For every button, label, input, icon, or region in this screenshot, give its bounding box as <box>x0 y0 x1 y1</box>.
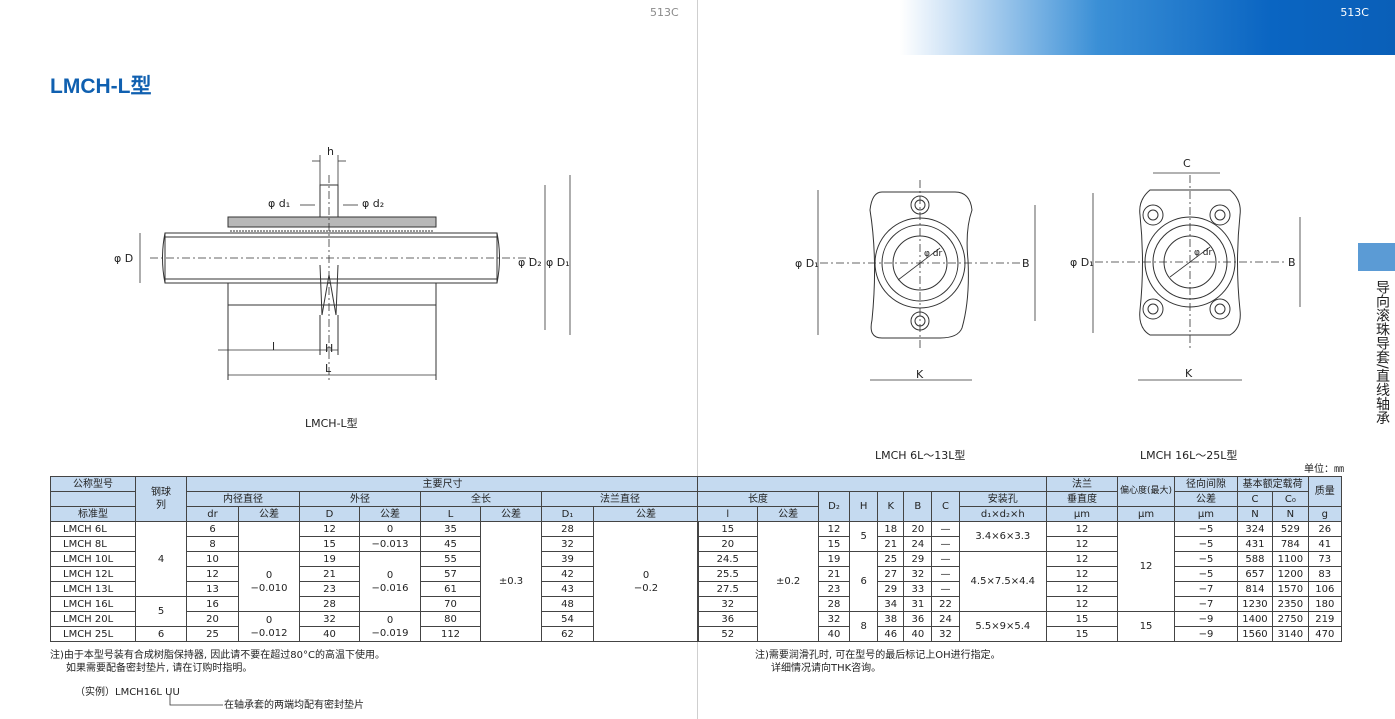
h-ltol: 公差 <box>757 506 819 522</box>
h-flange: 法兰直径 <box>541 491 699 507</box>
h-bore: 内径直径 <box>186 491 300 507</box>
h-radial3: µm <box>1174 506 1238 522</box>
h-D2: D₂ <box>817 491 851 522</box>
h-model-std: 标准型 <box>50 506 136 522</box>
note-right-line1: 注)需要润滑孔时, 可在型号的最后标记上OH进行指定。 <box>755 650 1001 661</box>
h-length: 全长 <box>420 491 542 507</box>
D1-tol-cell: 0−0.2 <box>593 521 699 642</box>
front-small-B-label: B <box>1022 257 1030 270</box>
note-right: 注)需要润滑孔时, 可在型号的最后标记上OH进行指定。 详细情况请向THK咨询。 <box>755 649 1001 675</box>
h-tol3: 公差 <box>480 506 542 522</box>
unit-note: 单位：㎜ <box>1304 464 1344 475</box>
page-title: LMCH-L型 <box>50 75 152 98</box>
dim-L-label: L <box>325 362 332 375</box>
h-D1: D₁ <box>541 506 594 522</box>
table-row: 52 40 46 40 32 15 −9 1560 3140 470 <box>696 626 1343 642</box>
h-D: D <box>299 506 360 522</box>
table-row: LMCH 8L 8 15 −0.013 45 32 <box>50 536 699 552</box>
h-main: 主要尺寸 <box>186 476 699 492</box>
dim-d2-label: φ d₂ <box>362 197 384 210</box>
h-L: L <box>420 506 481 522</box>
h-holes2: d₁×d₂×h <box>958 506 1048 522</box>
note-left: 注)由于本型号装有合成树脂保持器, 因此请不要在超过80°C的高温下使用。 如果… <box>50 649 385 675</box>
h-model: 公称型号 <box>50 476 136 492</box>
h-ecc2: µm <box>1116 506 1176 522</box>
note-example-leader <box>169 694 223 706</box>
front-large-C-label: C <box>1183 157 1191 170</box>
front-small-dr-label: φ dr <box>924 249 943 259</box>
spec-table-right: 法兰 偏心度(最大) 径向间隙 基本额定载荷 质量 长度 D₂ H K B C … <box>696 476 1343 642</box>
front-large-K-label: K <box>1185 367 1193 380</box>
h-flange-perp: 法兰 <box>1046 476 1118 492</box>
table-row: 27.5 23 29 33 — 12 −7 814 1570 106 <box>696 581 1343 597</box>
h-C: C <box>931 491 960 522</box>
h-balls: 钢球列 <box>135 476 187 522</box>
h-load: 基本额定载荷 <box>1236 476 1309 492</box>
note-right-line2: 详细情况请向THK咨询。 <box>771 663 882 674</box>
front-large-B-label: B <box>1288 256 1296 269</box>
table-row: LMCH 6L 4 6 12 0 35 ±0.3 28 0−0.2 <box>50 521 699 642</box>
front-view-large-diagram: C φ D₁ φ dr B K <box>1070 157 1301 381</box>
h-C-dyn: C <box>1236 491 1274 507</box>
table-row: 25.5 21 27 32 — 12 −5 657 1200 83 <box>696 566 1343 582</box>
spec-table-left: 公称型号 钢球列 主要尺寸 内径直径 外径 全长 法兰直径 标准型 dr 公差 … <box>50 476 699 642</box>
h-C02: N <box>1272 506 1309 522</box>
note-left-line2: 如果需要配备密封垫片, 请在订购时指明。 <box>66 663 253 674</box>
note-example-desc: 在轴承套的两端均配有密封垫片 <box>224 700 364 711</box>
dim-H-label: H <box>325 342 333 355</box>
h-C-dyn2: N <box>1236 506 1274 522</box>
table-row: LMCH 16L 5 16 28 70 48 <box>50 596 699 627</box>
h-dr: dr <box>186 506 239 522</box>
dim-D2-label: φ D₂ <box>518 256 542 269</box>
h-flange-perp3: µm <box>1046 506 1118 522</box>
table-row: LMCH 25L 6 25 40 112 62 <box>50 626 699 642</box>
h-holes: 安装孔 <box>958 491 1048 507</box>
dim-h-label: h <box>327 145 334 158</box>
table-row: 15 ±0.2 12 5 18 20 — 3.4×6×3.3 12 12 −5 … <box>696 521 1343 642</box>
dim-D-label: φ D <box>114 252 133 265</box>
h-tol1: 公差 <box>238 506 300 522</box>
page-number-right: 513C <box>1340 6 1369 19</box>
table-row: 24.5 19 6 25 29 — 4.5×7.5×4.4 12 −5 588 … <box>696 551 1343 612</box>
note-left-line1: 注)由于本型号装有合成树脂保持器, 因此请不要在超过80°C的高温下使用。 <box>50 650 385 661</box>
page-number-left: 513C <box>650 6 679 19</box>
note-example: （实例）LMCH16L UU <box>75 687 180 698</box>
h-mass2: g <box>1307 506 1343 522</box>
h-radial: 径向间隙 <box>1174 476 1238 492</box>
page-gutter <box>697 0 698 719</box>
side-view-diagram: h φ d₁ φ d₂ φ D φ D₂ φ D₁ l H L <box>114 145 571 380</box>
dim-d1-label: φ d₁ <box>268 197 290 210</box>
h-K: K <box>877 491 905 522</box>
header-banner: 513C <box>900 0 1395 55</box>
dim-l-label: l <box>272 340 275 353</box>
caption-front-small: LMCH 6L～13L型 <box>875 449 966 462</box>
side-tab-marker <box>1358 243 1395 271</box>
front-large-dr-label: φ dr <box>1194 248 1213 258</box>
h-C0: C₀ <box>1272 491 1309 507</box>
h-B: B <box>903 491 933 522</box>
h-length-r: 长度 <box>697 491 819 507</box>
h-H: H <box>849 491 879 522</box>
caption-side-view: LMCH-L型 <box>305 417 358 430</box>
h-flange-perp2: 垂直度 <box>1046 491 1118 507</box>
h-radial2: 公差 <box>1174 491 1238 507</box>
dim-D1-label: φ D₁ <box>546 256 570 269</box>
front-small-D1-label: φ D₁ <box>795 257 819 270</box>
table-row: 36 32 8 38 36 24 5.5×9×5.4 15 15 −9 1400… <box>696 611 1343 642</box>
h-tol4: 公差 <box>593 506 699 522</box>
h-l: l <box>696 506 759 522</box>
front-large-D1-label: φ D₁ <box>1070 256 1094 269</box>
h-ecc: 偏心度(最大) <box>1116 476 1176 507</box>
front-small-K-label: K <box>916 368 924 381</box>
h-outer: 外径 <box>299 491 421 507</box>
caption-front-large: LMCH 16L～25L型 <box>1140 449 1238 462</box>
side-tab-label: 导向滚珠导套/直线轴承 <box>1374 280 1390 425</box>
front-view-small-diagram: φ D₁ φ dr B K <box>795 180 1036 381</box>
h-mass: 质量 <box>1307 476 1343 507</box>
h-tol2: 公差 <box>359 506 421 522</box>
